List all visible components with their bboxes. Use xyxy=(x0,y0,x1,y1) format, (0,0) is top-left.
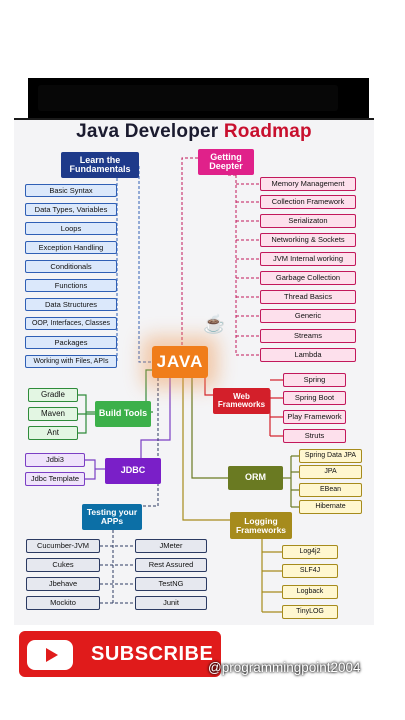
deeper-item: Serializaton xyxy=(260,214,356,228)
orm-item: JPA xyxy=(299,465,362,479)
deeper-item: Collection Framework xyxy=(260,195,356,209)
logging-connectors xyxy=(182,378,282,613)
testing-heading: Testing your APPs xyxy=(82,504,142,530)
orm-item: EBean xyxy=(299,483,362,497)
testing-item-right: TestNG xyxy=(135,577,207,591)
page-title: Java Developer Roadmap xyxy=(0,121,388,143)
testing-item-left: Cukes xyxy=(26,558,100,572)
logging-item: Logback xyxy=(282,585,338,599)
coffee-cup-icon: ☕ xyxy=(203,314,226,334)
fundamentals-connectors xyxy=(113,166,152,363)
testing-item-right: Junit xyxy=(135,596,207,610)
youtube-play-icon xyxy=(27,640,73,670)
fundamentals-item: Working with Files, APIs xyxy=(25,355,117,368)
deeper-item: JVM Internal working xyxy=(260,252,356,266)
web-item: Spring xyxy=(283,373,346,387)
deeper-item: Streams xyxy=(260,329,356,343)
deeper-connectors xyxy=(181,157,260,356)
testing-connectors xyxy=(100,378,159,604)
deeper-item: Lambda xyxy=(260,348,356,362)
fundamentals-item: Packages xyxy=(25,336,117,349)
fundamentals-item: Basic Syntax xyxy=(25,184,117,197)
deeper-item: Networking & Sockets xyxy=(260,233,356,247)
web-connectors xyxy=(204,375,283,437)
deeper-item: Memory Management xyxy=(260,177,356,191)
orm-connectors xyxy=(191,378,299,508)
jdbc-connectors xyxy=(85,378,171,480)
logging-heading: Logging Frameworks xyxy=(230,512,292,539)
fundamentals-item: Exception Handling xyxy=(25,241,117,254)
testing-item-left: Mockito xyxy=(26,596,100,610)
jdbc-heading: JDBC xyxy=(105,458,161,484)
build-item: Maven xyxy=(28,407,78,421)
testing-item-left: Jbehave xyxy=(26,577,100,591)
orm-item: Spring Data JPA xyxy=(299,449,362,463)
jdbc-item: Jdbi3 xyxy=(25,453,85,467)
logging-item: TinyLOG xyxy=(282,605,338,619)
orm-heading: ORM xyxy=(228,466,283,490)
web-item: Play Framework xyxy=(283,410,346,424)
web-item: Struts xyxy=(283,429,346,443)
redacted-banner-inner xyxy=(38,85,338,111)
logging-item: Log4j2 xyxy=(282,545,338,559)
java-center-node: JAVA xyxy=(152,346,208,378)
build-item: Ant xyxy=(28,426,78,440)
logging-item: SLF4J xyxy=(282,564,338,578)
orm-item: Hibernate xyxy=(299,500,362,514)
testing-item-right: JMeter xyxy=(135,539,207,553)
subscribe-button[interactable]: SUBSCRIBE xyxy=(19,631,221,677)
redacted-banner xyxy=(28,78,369,120)
testing-item-left: Cucumber-JVM xyxy=(26,539,100,553)
deeper-item: Generic xyxy=(260,309,356,323)
fundamentals-item: OOP, Interfaces, Classes xyxy=(25,317,117,330)
fundamentals-item: Conditionals xyxy=(25,260,117,273)
testing-item-right: Rest Assured xyxy=(135,558,207,572)
fundamentals-item: Data Types, Variables xyxy=(25,203,117,216)
deeper-heading: Getting Deepter xyxy=(198,149,254,175)
web-heading: Web Frameworks xyxy=(213,388,270,414)
build-heading: Build Tools xyxy=(95,401,151,427)
fundamentals-heading: Learn the Fundamentals xyxy=(61,152,139,178)
subscribe-label: SUBSCRIBE xyxy=(91,643,214,665)
channel-handle[interactable]: @programmingpoint2004 xyxy=(208,660,361,675)
jdbc-item: Jdbc Template xyxy=(25,472,85,486)
fundamentals-item: Loops xyxy=(25,222,117,235)
title-accent: Roadmap xyxy=(223,121,312,142)
fundamentals-item: Data Structures xyxy=(25,298,117,311)
title-main: Java Developer xyxy=(76,121,224,142)
build-item: Gradle xyxy=(28,388,78,402)
deeper-item: Thread Basics xyxy=(260,290,356,304)
deeper-item: Garbage Collection xyxy=(260,271,356,285)
web-item: Spring Boot xyxy=(283,391,346,405)
fundamentals-item: Functions xyxy=(25,279,117,292)
